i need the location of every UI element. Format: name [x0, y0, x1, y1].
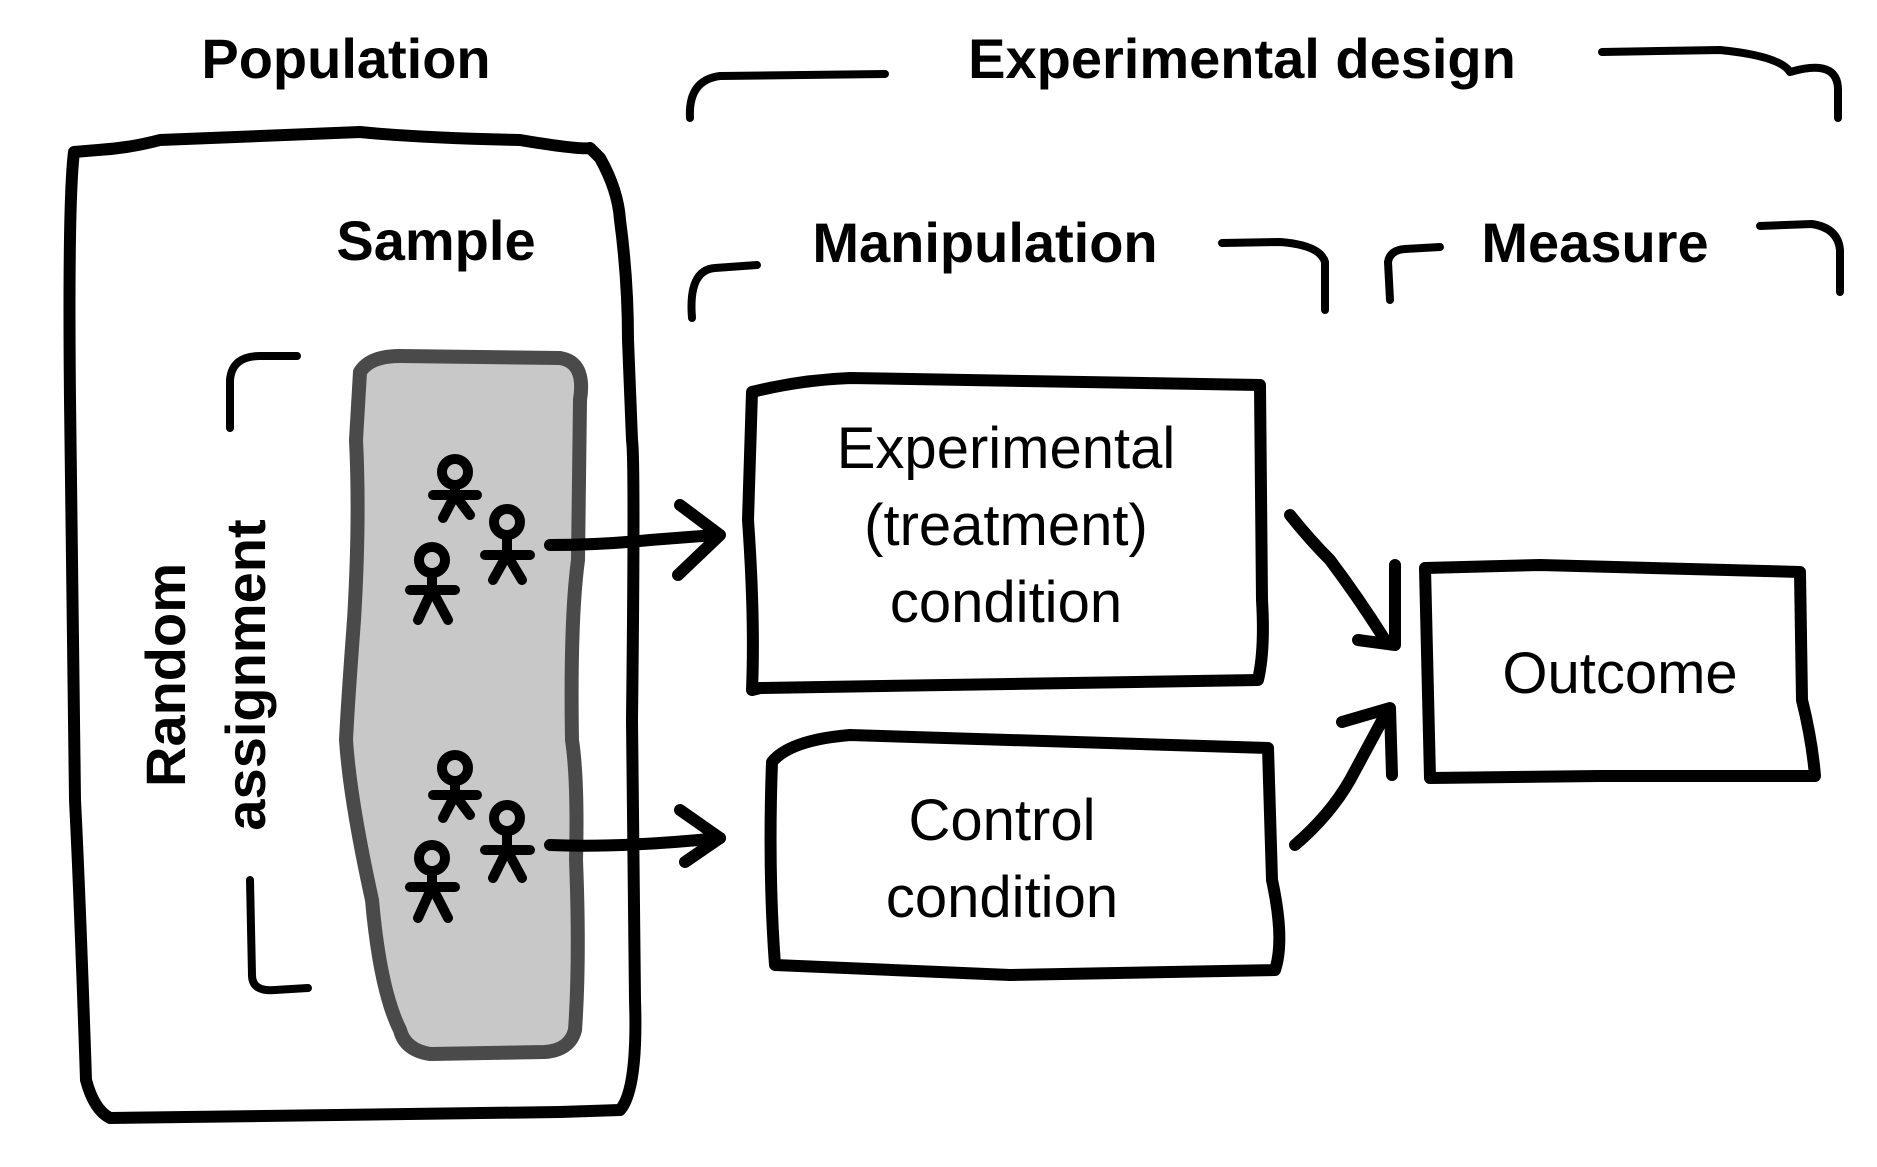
measure-label: Measure — [1481, 211, 1708, 274]
arrow-control-to-outcome — [1289, 709, 1391, 851]
manipulation-bracket-left — [687, 261, 761, 322]
experimental-design-bracket-left — [685, 70, 889, 122]
experimental-design-bracket-right — [1598, 46, 1842, 122]
random-assignment-bracket-bottom — [246, 876, 312, 995]
arrow-to-experimental — [544, 529, 721, 551]
measure-bracket-right — [1756, 220, 1844, 296]
control-box-line1: Control — [909, 788, 1096, 853]
experimental-box-line2: (treatment) — [864, 493, 1148, 558]
svg-text:Random: Random — [134, 563, 197, 787]
outcome-box-label: Outcome — [1502, 641, 1737, 706]
population-box — [63, 126, 642, 1124]
experimental-box-line1: Experimental — [837, 416, 1175, 481]
sample-label: Sample — [336, 209, 535, 272]
control-box-line2: condition — [886, 865, 1118, 930]
arrow-experimental-to-outcome — [1284, 509, 1391, 646]
person-icon — [405, 840, 460, 923]
arrow-head-experimental — [672, 499, 726, 581]
experimental-condition-box — [742, 372, 1269, 696]
experimental-design-label: Experimental design — [968, 27, 1516, 90]
manipulation-label: Manipulation — [812, 211, 1157, 274]
arrow-to-control — [544, 832, 726, 852]
arrow-head-control — [674, 804, 726, 868]
outcome-box — [1419, 559, 1821, 784]
experimental-box-line3: condition — [890, 570, 1122, 635]
population-label: Population — [201, 27, 490, 90]
person-icon — [480, 800, 535, 883]
person-icon — [480, 504, 535, 585]
person-icon — [405, 542, 460, 625]
manipulation-bracket-right — [1218, 238, 1329, 314]
person-icon — [428, 454, 482, 523]
measure-bracket-left — [1384, 243, 1444, 304]
control-condition-box — [764, 729, 1286, 981]
random-assignment-bracket-top — [226, 352, 301, 432]
arrow-head-control-outcome — [1336, 702, 1398, 781]
arrow-head-exp-outcome — [1352, 559, 1401, 651]
person-icon — [428, 750, 482, 823]
people-group-control — [405, 750, 535, 923]
svg-text:assignment: assignment — [214, 519, 277, 830]
people-group-treatment — [405, 454, 535, 625]
random-assignment-label: Random assignment — [134, 519, 277, 830]
